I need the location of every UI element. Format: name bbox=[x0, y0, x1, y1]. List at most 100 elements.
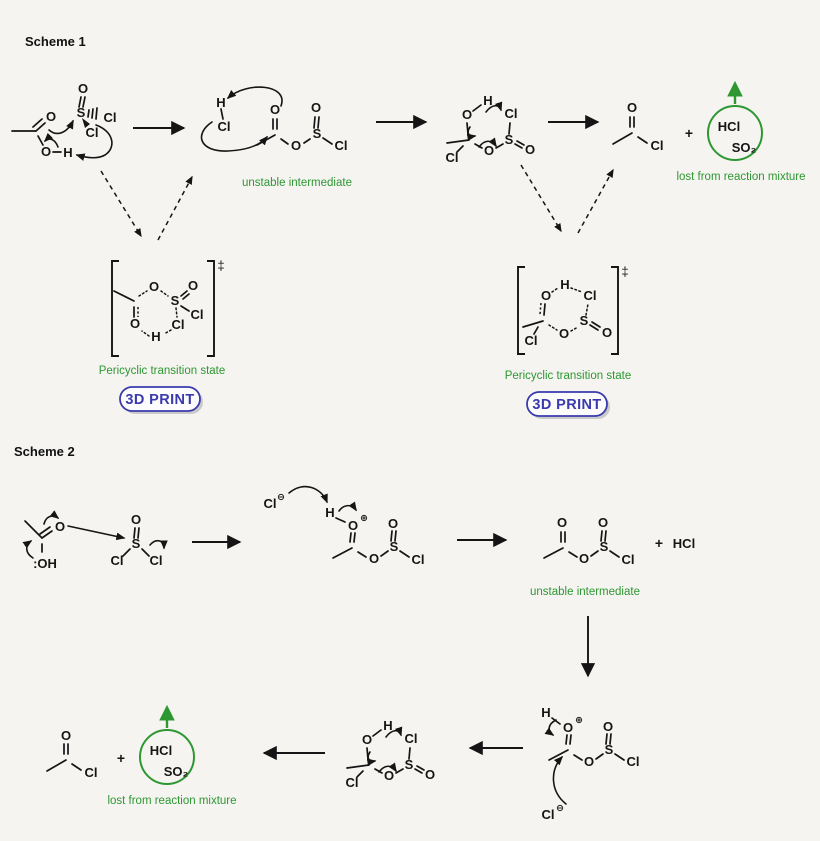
atom-oxygen: O bbox=[362, 732, 372, 747]
atom-chlorine: Cl bbox=[412, 552, 425, 567]
bonds bbox=[548, 717, 625, 761]
button-label[interactable]: 3D PRINT bbox=[125, 392, 194, 408]
s1-pericyclic-ts-left: ‡ O S O Cl Cl H O Pericyclic transition … bbox=[99, 258, 226, 414]
unstable-intermediate-label: unstable intermediate bbox=[242, 177, 352, 189]
atom-oxygen: O bbox=[188, 278, 198, 293]
atom-oxygen: O bbox=[557, 515, 567, 530]
bonds bbox=[522, 287, 601, 335]
atom-chlorine: Cl bbox=[191, 307, 204, 322]
s2-products: O Cl + HCl SO₂ lost from reaction mixtur… bbox=[46, 704, 237, 807]
dashed-arrow bbox=[100, 170, 142, 238]
atom-hydrogen: H bbox=[216, 95, 225, 110]
atom-oxygen: O bbox=[462, 107, 472, 122]
pericyclic-ts-label: Pericyclic transition state bbox=[505, 370, 632, 382]
atom-sulfur: S bbox=[605, 742, 614, 757]
curved-arrow bbox=[43, 132, 59, 148]
charge-plus: ⊕ bbox=[575, 715, 583, 726]
s2-chloride-attacks-protonated: H O ⊕ O S O Cl Cl ⊖ bbox=[541, 705, 639, 822]
pericyclic-ts-label: Pericyclic transition state bbox=[99, 365, 226, 377]
atom-oxygen: O bbox=[61, 728, 71, 743]
lost-from-mixture-label: lost from reaction mixture bbox=[676, 171, 805, 183]
atom-chlorine: Cl bbox=[111, 553, 124, 568]
atom-oxygen: O bbox=[130, 316, 140, 331]
hcl-byproduct: HCl bbox=[673, 536, 695, 551]
s1-hcl-plus-anhydride: H Cl O O S O Cl unstable intermediate bbox=[200, 86, 352, 189]
scheme1-title: Scheme 1 bbox=[25, 34, 86, 49]
atom-oxygen: O bbox=[388, 516, 398, 531]
attack-arrow bbox=[67, 525, 126, 541]
hydroxyl-with-lone-pair: :OH bbox=[33, 556, 57, 571]
s1-tetrahedral-intermediate: H O Cl Cl O S O bbox=[446, 93, 536, 165]
bonds bbox=[612, 116, 648, 145]
atom-chlorine: Cl bbox=[405, 731, 418, 746]
atom-oxygen: O bbox=[78, 81, 88, 96]
curved-arrow bbox=[338, 501, 357, 512]
plus-sign: + bbox=[685, 125, 693, 141]
curved-arrow bbox=[466, 126, 477, 142]
atom-chlorine: Cl bbox=[622, 552, 635, 567]
atom-hydrogen: H bbox=[560, 277, 569, 292]
atom-chlorine: Cl bbox=[335, 138, 348, 153]
dagger-symbol: ‡ bbox=[217, 258, 224, 273]
charge-minus: ⊖ bbox=[277, 492, 285, 503]
bracket-right bbox=[611, 266, 619, 355]
atom-chlorine: Cl bbox=[104, 110, 117, 125]
atom-chlorine: Cl bbox=[150, 553, 163, 568]
atom-oxygen: O bbox=[131, 512, 141, 527]
atom-oxygen: O bbox=[559, 326, 569, 341]
atom-oxygen: O bbox=[598, 515, 608, 530]
curved-arrow bbox=[485, 101, 503, 113]
atom-hydrogen: H bbox=[383, 718, 392, 733]
bonds bbox=[446, 104, 525, 153]
bracket-left bbox=[111, 260, 119, 357]
lost-gases-circle bbox=[139, 729, 195, 785]
atom-sulfur: S bbox=[405, 757, 414, 772]
atom-oxygen: O bbox=[425, 767, 435, 782]
atom-chlorine: Cl bbox=[218, 119, 231, 134]
curved-arrow bbox=[385, 726, 403, 738]
atom-oxygen: O bbox=[55, 519, 65, 534]
atom-chlorine: Cl bbox=[86, 125, 99, 140]
dagger-symbol: ‡ bbox=[621, 264, 628, 279]
atom-oxygen: O bbox=[579, 551, 589, 566]
bonds bbox=[46, 743, 82, 772]
chloride-anion: Cl bbox=[542, 807, 555, 822]
atom-oxygen: O bbox=[484, 143, 494, 158]
atom-hydrogen: H bbox=[325, 505, 334, 520]
hcl-text: HCl bbox=[718, 119, 740, 134]
atom-chlorine: Cl bbox=[651, 138, 664, 153]
atom-oxygen: O bbox=[541, 288, 551, 303]
button-face[interactable] bbox=[526, 391, 608, 417]
charge-minus: ⊖ bbox=[556, 803, 564, 814]
lost-from-mixture-label: lost from reaction mixture bbox=[107, 795, 236, 807]
3d-print-button[interactable]: 3D PRINT bbox=[526, 391, 610, 419]
button-face[interactable] bbox=[119, 386, 201, 412]
3d-print-button[interactable]: 3D PRINT bbox=[119, 386, 203, 414]
atom-sulfur: S bbox=[132, 536, 141, 551]
atom-chlorine: Cl bbox=[446, 150, 459, 165]
so2-text: SO₂ bbox=[732, 140, 757, 155]
unstable-intermediate-label: unstable intermediate bbox=[530, 586, 640, 598]
atom-chlorine: Cl bbox=[172, 317, 185, 332]
atom-sulfur: S bbox=[77, 105, 86, 120]
button-label[interactable]: 3D PRINT bbox=[532, 397, 601, 413]
atom-oxygen: O bbox=[369, 551, 379, 566]
atom-oxygen: O bbox=[291, 138, 301, 153]
charge-plus: ⊕ bbox=[360, 513, 368, 524]
curved-arrow bbox=[544, 719, 557, 736]
atom-chlorine: Cl bbox=[627, 754, 640, 769]
dashed-arrow bbox=[577, 168, 614, 234]
bonds bbox=[113, 290, 190, 337]
atom-sulfur: S bbox=[580, 313, 589, 328]
atom-oxygen: O bbox=[584, 754, 594, 769]
bonds bbox=[543, 530, 620, 559]
curved-arrow bbox=[288, 485, 328, 504]
atom-chlorine: Cl bbox=[85, 765, 98, 780]
curved-arrow bbox=[226, 86, 283, 107]
curved-arrow bbox=[552, 755, 567, 805]
plus-sign: + bbox=[117, 750, 125, 766]
curved-arrow bbox=[48, 119, 74, 135]
atom-sulfur: S bbox=[171, 293, 180, 308]
atom-oxygen: O bbox=[384, 768, 394, 783]
